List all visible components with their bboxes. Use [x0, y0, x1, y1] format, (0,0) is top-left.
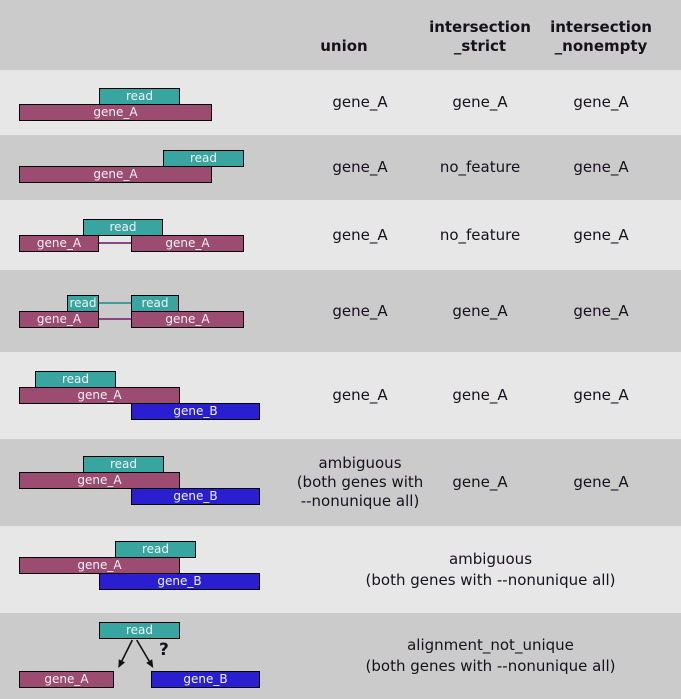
read-box: read	[163, 150, 244, 167]
gene-a-box: gene_A	[19, 104, 212, 121]
read-box: read	[99, 88, 180, 105]
cell-strict: gene_A	[452, 473, 508, 491]
gene-a-exon1-box: gene_A	[19, 311, 99, 328]
read-box: read	[35, 371, 116, 388]
gene-b-box: gene_B	[131, 403, 260, 420]
table-row-read-in-gene-overlap: read gene_A gene_B ambiguous (both genes…	[0, 526, 681, 613]
cell-strict: no_feature	[439, 225, 521, 244]
cell-union: gene_A	[332, 93, 388, 111]
diagram-read-in-gene-a-only: read gene_A gene_B	[0, 352, 280, 439]
cell-merged-all-modes: ambiguous (both genes with --nonunique a…	[365, 549, 616, 589]
table-row-spliced-read: read read gene_A gene_A gene_A gene_A ge…	[0, 270, 681, 352]
cell-nonempty: gene_A	[573, 225, 629, 244]
read-segment2-box: read	[131, 295, 179, 312]
gene-a-box: gene_A	[19, 472, 180, 489]
table-row-multimapped-read: read ? gene_A gene_B alignment_not_uniqu…	[0, 613, 681, 699]
header-diagram-spacer	[0, 0, 280, 70]
read-box: read	[99, 622, 180, 639]
gene-a-exon2-box: gene_A	[131, 311, 244, 328]
cell-union: gene_A	[332, 158, 388, 176]
cell-nonempty: gene_A	[573, 93, 629, 111]
gene-intron-line	[98, 318, 132, 320]
gene-a-exon1-box: gene_A	[19, 235, 99, 252]
column-header-intersection-nonempty: intersection _nonempty	[550, 18, 652, 55]
assignment-arrows	[118, 639, 154, 668]
cell-nonempty: gene_A	[573, 301, 629, 320]
table-row-read-spans-intron: read gene_A gene_A gene_A no_feature gen…	[0, 200, 681, 270]
gene-b-box: gene_B	[131, 488, 260, 505]
cell-nonempty: gene_A	[573, 158, 629, 176]
cell-strict: gene_A	[452, 93, 508, 111]
read-splice-line	[98, 302, 132, 304]
read-box: read	[83, 456, 164, 473]
read-box: read	[83, 219, 163, 236]
table-row-read-inside-gene: read gene_A gene_A gene_A gene_A	[0, 70, 681, 135]
column-header-intersection-strict: intersection _strict	[429, 18, 531, 55]
gene-a-exon2-box: gene_A	[131, 235, 244, 252]
ambiguity-question-mark: ?	[159, 640, 169, 660]
column-header-union: union	[320, 37, 368, 55]
cell-union: gene_A	[332, 386, 388, 404]
diagram-multimapped-read: read ? gene_A gene_B	[0, 613, 280, 699]
cell-union: ambiguous (both genes with --nonunique a…	[296, 454, 424, 510]
gene-a-box: gene_A	[19, 557, 180, 574]
gene-a-box: gene_A	[19, 166, 212, 183]
gene-a-box: gene_A	[19, 387, 180, 404]
cell-union: gene_A	[332, 225, 388, 244]
cell-strict: gene_A	[452, 301, 508, 320]
cell-strict: gene_A	[452, 386, 508, 404]
gene-intron-line	[98, 242, 132, 244]
gene-b-box: gene_B	[151, 671, 260, 688]
diagram-read-overhangs-gene: read gene_A	[0, 135, 280, 200]
gene-b-box: gene_B	[99, 573, 260, 590]
diagram-read-in-gene-overlap: read gene_A gene_B	[0, 526, 280, 613]
cell-merged-all-modes: alignment_not_unique (both genes with --…	[365, 636, 616, 675]
table-row-read-in-gene-a-only: read gene_A gene_B gene_A gene_A gene_A	[0, 352, 681, 439]
read-segment1-box: read	[67, 295, 99, 312]
table-row-read-overhangs-gene: read gene_A gene_A no_feature gene_A	[0, 135, 681, 200]
diagram-read-touches-both-genes: read gene_A gene_B	[0, 439, 280, 526]
gene-a-box: gene_A	[19, 671, 114, 688]
diagram-read-inside-gene: read gene_A	[0, 70, 280, 135]
cell-strict: no_feature	[439, 158, 521, 176]
read-box: read	[115, 541, 196, 558]
diagram-spliced-read: read read gene_A gene_A	[0, 270, 280, 352]
cell-nonempty: gene_A	[573, 473, 629, 491]
diagram-read-spans-intron: read gene_A gene_A	[0, 200, 280, 270]
table-row-read-touches-both-genes: read gene_A gene_B ambiguous (both genes…	[0, 439, 681, 526]
cell-union: gene_A	[332, 301, 388, 320]
cell-nonempty: gene_A	[573, 386, 629, 404]
header-row: union intersection _strict intersection …	[0, 0, 681, 70]
